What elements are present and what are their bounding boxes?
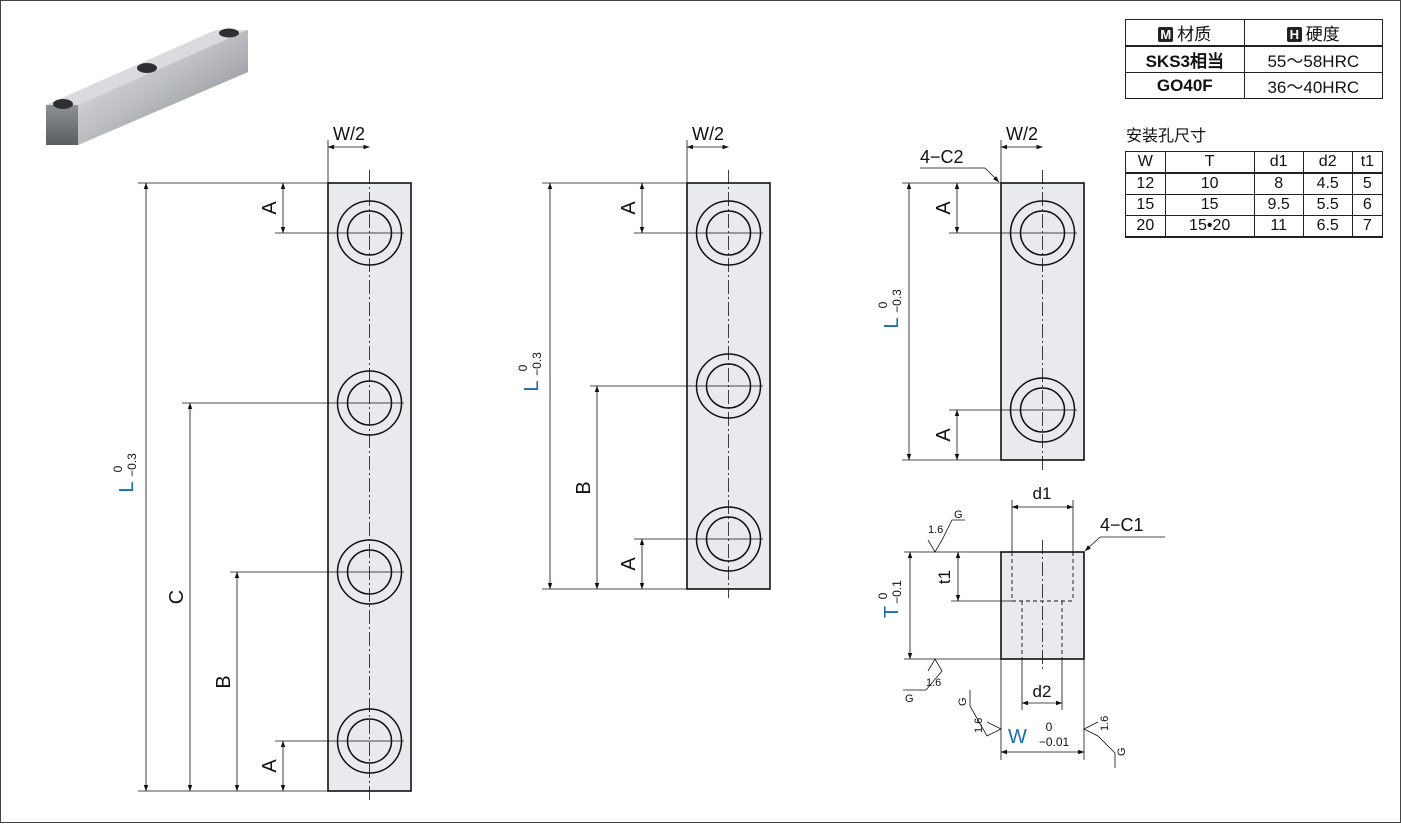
svg-text:1.6: 1.6 bbox=[928, 524, 943, 536]
svg-text:−0.3: −0.3 bbox=[890, 289, 904, 313]
table-cell: 7 bbox=[1351, 215, 1384, 238]
hole-table-title: 安装孔尺寸 bbox=[1126, 128, 1207, 145]
chamfer-c2-label: 4−C2 bbox=[920, 147, 964, 167]
svg-text:−0.3: −0.3 bbox=[530, 352, 544, 376]
svg-text:−0.1: −0.1 bbox=[890, 580, 904, 604]
l-dimension-label: L 0 −0.3 bbox=[876, 289, 904, 329]
svg-text:0: 0 bbox=[1046, 720, 1053, 734]
table-row: 15 15 9.5 5.5 6 bbox=[1125, 194, 1384, 216]
column-header: d2 bbox=[1302, 151, 1353, 174]
table-row: SKS3相当 55〜58HRC bbox=[1125, 45, 1384, 73]
chamfer-c1-label: 4−C1 bbox=[1100, 515, 1144, 535]
svg-text:G: G bbox=[905, 693, 914, 705]
table-cell: 20 bbox=[1125, 215, 1166, 238]
table-cell: 8 bbox=[1253, 172, 1304, 195]
table-cell: 15 bbox=[1164, 194, 1255, 216]
svg-text:G: G bbox=[1116, 747, 1128, 756]
column-header: d1 bbox=[1253, 151, 1304, 174]
svg-text:−0.3: −0.3 bbox=[125, 453, 139, 477]
column-header: W bbox=[1125, 151, 1166, 174]
hole-dimension-table: W T d1 d2 t1 12 10 8 4.5 5 15 15 9.5 5.5… bbox=[1125, 151, 1384, 238]
roughness-symbol: 1.6 G bbox=[1083, 716, 1128, 768]
w-dimension-label: W 0 −0.01 bbox=[1008, 720, 1070, 749]
t1-label: t1 bbox=[935, 570, 954, 584]
a-label: A bbox=[259, 759, 281, 773]
a-label: A bbox=[933, 428, 955, 442]
svg-text:1.6: 1.6 bbox=[973, 718, 985, 733]
counterbored-hole bbox=[335, 370, 404, 436]
counterbored-hole bbox=[335, 539, 404, 605]
svg-text:L: L bbox=[521, 380, 543, 391]
table-cell: 15 bbox=[1125, 194, 1166, 216]
counterbored-hole bbox=[335, 708, 404, 774]
table-cell: 5 bbox=[1351, 172, 1384, 195]
table-cell: 15•20 bbox=[1164, 215, 1255, 238]
svg-text:T: T bbox=[881, 606, 903, 618]
table-cell: 9.5 bbox=[1253, 194, 1304, 216]
material-cell: SKS3相当 bbox=[1125, 45, 1245, 73]
counterbored-hole bbox=[335, 200, 404, 266]
w-half-label: W/2 bbox=[333, 124, 365, 144]
table-cell: 5.5 bbox=[1302, 194, 1353, 216]
w-half-label: W/2 bbox=[692, 124, 724, 144]
svg-text:W: W bbox=[1008, 726, 1027, 748]
d1-label: d1 bbox=[1033, 484, 1052, 503]
table-cell: 4.5 bbox=[1302, 172, 1353, 195]
view-four-holes: W/2 L 0 −0.3 C B A A bbox=[111, 124, 412, 800]
counterbored-hole bbox=[1008, 200, 1077, 266]
b-label: B bbox=[213, 675, 235, 688]
svg-text:L: L bbox=[116, 481, 138, 492]
c-label: C bbox=[166, 590, 188, 604]
t-dimension-label: T 0 −0.1 bbox=[876, 580, 904, 618]
table-row: 12 10 8 4.5 5 bbox=[1125, 172, 1384, 195]
view-three-holes: W/2 L 0 −0.3 B A A bbox=[516, 124, 771, 598]
roughness-symbol: 1.6 G bbox=[903, 658, 943, 705]
svg-text:−0.01: −0.01 bbox=[1039, 735, 1070, 749]
a-label: A bbox=[259, 201, 281, 215]
column-header: t1 bbox=[1351, 151, 1384, 174]
svg-text:G: G bbox=[954, 509, 963, 521]
a-label: A bbox=[618, 201, 640, 215]
a-label: A bbox=[618, 557, 640, 571]
column-header: T bbox=[1164, 151, 1255, 174]
table-cell: 12 bbox=[1125, 172, 1166, 195]
svg-text:L: L bbox=[881, 317, 903, 328]
counterbored-hole bbox=[1008, 377, 1077, 443]
b-label: B bbox=[573, 481, 595, 494]
a-label: A bbox=[933, 201, 955, 215]
counterbored-hole bbox=[694, 200, 763, 266]
svg-text:0: 0 bbox=[111, 465, 125, 472]
table-cell: 11 bbox=[1253, 215, 1304, 238]
l-dimension-label: L 0 −0.3 bbox=[111, 453, 139, 493]
material-cell: GO40F bbox=[1125, 72, 1245, 99]
counterbored-hole bbox=[694, 506, 763, 572]
w-half-label: W/2 bbox=[1006, 124, 1038, 144]
svg-text:0: 0 bbox=[876, 301, 890, 308]
hardness-cell: 55〜58HRC bbox=[1243, 45, 1384, 73]
svg-text:1.6: 1.6 bbox=[926, 677, 941, 689]
view-two-holes: W/2 4−C2 L 0 −0.3 A A bbox=[876, 124, 1085, 470]
roughness-symbol: 1.6 G bbox=[957, 690, 1002, 737]
table-row: GO40F 36〜40HRC bbox=[1125, 72, 1384, 99]
hardness-cell: 36〜40HRC bbox=[1243, 72, 1384, 99]
svg-text:0: 0 bbox=[876, 592, 890, 599]
d2-label: d2 bbox=[1033, 682, 1052, 701]
svg-text:G: G bbox=[957, 697, 969, 706]
table-cell: 10 bbox=[1164, 172, 1255, 195]
roughness-symbol: 1.6 G bbox=[927, 509, 965, 553]
table-cell: 6 bbox=[1351, 194, 1384, 216]
svg-text:0: 0 bbox=[516, 364, 530, 371]
table-cell: 6.5 bbox=[1302, 215, 1353, 238]
product-3d-image bbox=[46, 28, 248, 145]
counterbored-hole bbox=[694, 353, 763, 419]
table-row: 20 15•20 11 6.5 7 bbox=[1125, 215, 1384, 238]
svg-text:1.6: 1.6 bbox=[1099, 716, 1111, 731]
l-dimension-label: L 0 −0.3 bbox=[516, 352, 544, 392]
view-end-section: d1 4−C1 T 0 −0.1 t1 d2 W 0 −0.01 bbox=[876, 484, 1165, 768]
